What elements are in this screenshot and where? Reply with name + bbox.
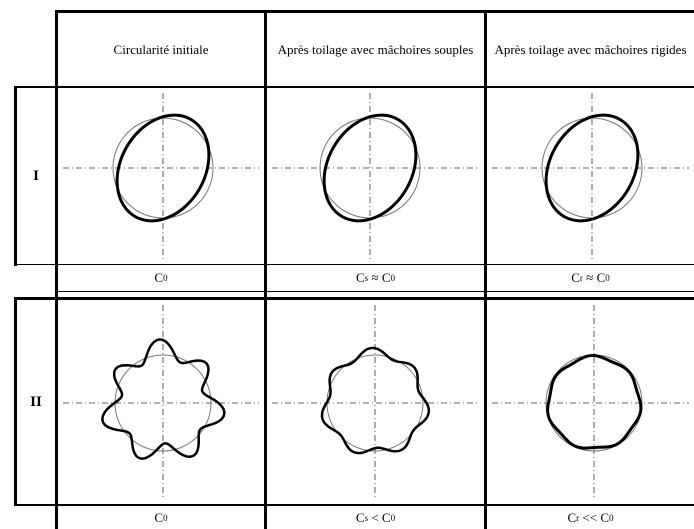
grid-row2-top [15, 297, 694, 300]
wavy-profile-rigid [546, 354, 643, 450]
caption-base: C [567, 509, 577, 525]
row-label-bar-1 [14, 86, 17, 266]
caption-sub: 0 [390, 273, 396, 283]
row-label-2: II [30, 393, 42, 410]
caption-rhs-base: C [381, 509, 391, 525]
caption-sub: 0 [605, 273, 610, 283]
wavy-profile-soft [320, 346, 431, 455]
caption-rel: << [579, 509, 601, 525]
caption-sub: 0 [609, 512, 614, 523]
caption-sup: r [576, 512, 580, 523]
caption-sub: 0 [163, 273, 168, 283]
caption-base: C [571, 270, 580, 285]
diagram-row2-initial [63, 305, 259, 499]
grid-header-bottom [15, 86, 694, 88]
grid-top-line [55, 10, 694, 13]
diagram-row1-initial [63, 93, 259, 259]
column-header-soft-jaws: Après toilage avec mâchoires souples [277, 42, 474, 57]
grid-row2-bottom [15, 504, 694, 506]
caption-sup: r [579, 273, 583, 283]
grid-col-divider-1 [264, 10, 267, 529]
caption-sub: 0 [163, 512, 168, 523]
grid-col-divider-2 [484, 10, 487, 529]
caption-rel: ≈ [368, 270, 382, 285]
caption-sup: s [364, 512, 369, 523]
diagram-row1-soft [272, 93, 479, 259]
caption-base: C [154, 509, 164, 525]
grid-caption1-bottom [55, 291, 694, 292]
diagram-row2-rigid [492, 305, 689, 499]
caption-rel: < [368, 509, 382, 525]
diagram-row1-rigid [492, 93, 689, 259]
column-header-initial: Circularité initiale [113, 42, 209, 57]
caption-base: C [154, 270, 164, 285]
caption-sub: 0 [390, 512, 396, 523]
row-label-bar-2 [14, 297, 17, 506]
caption-rhs-base: C [600, 509, 609, 525]
caption-sup: s [364, 273, 369, 283]
caption-rhs-base: C [381, 270, 391, 285]
column-header-rigid-jaws: Après toilage avec mâchoires rigides [494, 42, 687, 57]
row-label-1: I [33, 167, 39, 184]
caption-rel: ≈ [582, 270, 597, 285]
grid-left-line [55, 10, 58, 529]
wavy-profile-initial [101, 338, 226, 460]
caption-base: C [356, 270, 365, 285]
diagram-row2-soft [272, 305, 479, 499]
caption-rhs-base: C [596, 270, 606, 285]
caption-base: C [355, 509, 365, 525]
grid-row1-bottom [15, 264, 694, 265]
